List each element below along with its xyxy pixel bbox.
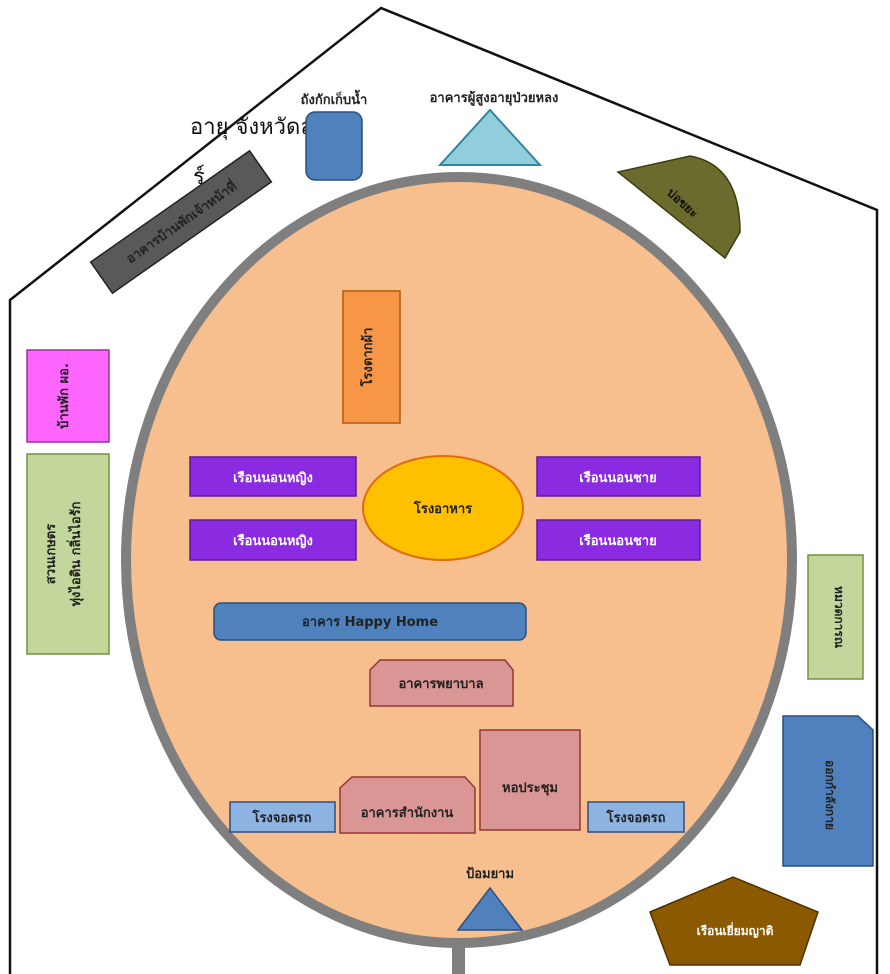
compound-boundary xyxy=(8,6,879,974)
garage-left-label: โรงจอดรถ xyxy=(251,809,311,826)
happy-home-label: อาคาร Happy Home xyxy=(302,615,438,630)
visitor-pavilion-label: เรือนเยี่ยมญาติ xyxy=(697,922,774,938)
exit-road xyxy=(452,942,465,974)
women-dorm-1 xyxy=(189,456,357,497)
nursing-building xyxy=(369,659,514,707)
women-dorm-2-label: เรือนนอนหญิง xyxy=(233,533,313,549)
director-house xyxy=(26,349,110,443)
men-dorm-1 xyxy=(536,456,701,497)
office-building xyxy=(339,776,476,834)
drying-shed xyxy=(342,290,401,424)
canteen xyxy=(362,455,524,561)
meeting-hall xyxy=(479,729,581,831)
garden-sublabel: ทุ่งไอดิน กลิ่นไอรัก xyxy=(66,501,84,606)
guard-post xyxy=(456,886,524,931)
right-blue-label: ออกกำลังกาย xyxy=(823,760,837,830)
guard-post-label: ป้อมยาม xyxy=(466,866,514,882)
office-label: อาคารสำนักงาน xyxy=(361,805,454,821)
right-green-label: หมวดการณ xyxy=(832,586,846,648)
staff-housing xyxy=(89,149,273,295)
garage-right-label: โรงจอดรถ xyxy=(605,809,665,826)
canteen-label: โรงอาหาร xyxy=(413,500,472,517)
director-house-label: บ้านพัก ผอ. xyxy=(56,363,72,429)
garage-right xyxy=(587,801,685,833)
water-tank-label: ถังกักเก็บน้ำ xyxy=(301,89,368,108)
garbage-pit xyxy=(616,155,741,260)
men-dorm-2-label: เรือนนอนชาย xyxy=(579,533,656,549)
water-tank xyxy=(305,111,363,181)
women-dorm-2 xyxy=(189,519,357,561)
right-green-building xyxy=(807,554,864,680)
garage-left xyxy=(229,801,336,833)
garden xyxy=(26,453,110,655)
staff-housing-label: อาคารบ้านพักเจ้าหน้าที่ xyxy=(122,177,240,267)
men-dorm-2 xyxy=(536,519,701,561)
garden-label: สวนเกษตร xyxy=(44,524,59,584)
elderly-dementia-building xyxy=(437,108,543,166)
nursing-label: อาคารพยาบาล xyxy=(398,677,483,692)
men-dorm-1-label: เรือนนอนชาย xyxy=(579,470,656,486)
drying-shed-label: โรงตากผ้า xyxy=(359,328,376,388)
happy-home xyxy=(213,602,527,641)
women-dorm-1-label: เรือนนอนหญิง xyxy=(233,470,313,486)
meeting-hall-label: หอประชุม xyxy=(502,781,558,796)
visitor-pavilion xyxy=(649,876,819,966)
elderly-dementia-label: อาคารผู้สูงอายุป่วยหลง xyxy=(430,90,559,106)
right-blue-building xyxy=(782,715,874,867)
